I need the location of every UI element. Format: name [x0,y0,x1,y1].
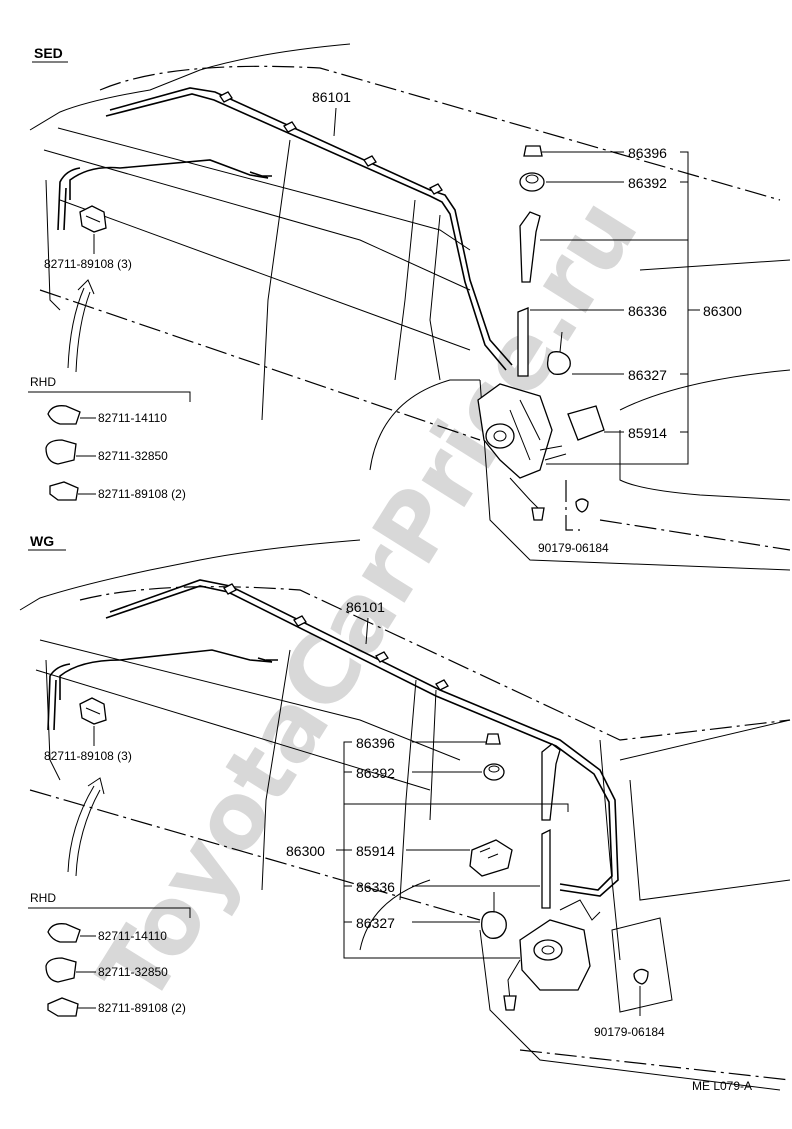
wg-spring-icon [481,911,507,939]
sed-label-86336: 86336 [628,303,667,319]
sed-upper-clip [79,205,107,254]
sed-antenna-cable [57,87,513,371]
wg-upper-clip [79,697,107,746]
wg-label-86327: 86327 [356,915,395,931]
wg-86101-label: 86101 [346,599,385,615]
wg-car-body [19,539,791,1091]
sed-86101-leader [333,107,337,137]
sed-title: SED [34,45,63,61]
sed-rhd-clip-1-icon [47,405,96,425]
sed-upper-clip-label: 82711-89108 (3) [44,257,132,271]
wg-rhd-clip-2-icon [45,957,96,983]
wg-section: WG [19,533,791,1091]
wg-label-85914: 85914 [356,843,395,859]
wg-rhd-item-2: 82711-32850 [98,965,168,979]
wg-antenna-cable [47,579,619,897]
wg-label-86396: 86396 [356,735,395,751]
wg-title: WG [30,533,54,549]
sed-label-86300: 86300 [703,303,742,319]
wg-arrow [67,785,95,873]
wg-cap-icon [485,733,501,745]
sed-rhd-group: RHD 82711-14110 82711-32850 82711-89108 … [28,375,191,501]
wg-cable-clips [223,583,449,691]
sed-spring-icon [546,351,571,375]
wg-rhd-group: RHD 82711-14110 82711-32850 82711-89108 … [28,891,191,1017]
wg-antenna-parts [344,733,649,1016]
sed-relay-icon [567,405,605,441]
sed-section: SED [28,43,791,571]
sed-cap-icon [523,145,543,157]
sed-rhd-clip-2-icon [45,439,96,465]
wg-upper-mast-icon [541,743,561,821]
sed-86101-label: 86101 [312,89,351,105]
sed-rhd-item-1: 82711-14110 [98,411,167,425]
sed-label-86392: 86392 [628,175,667,191]
sed-upper-mast-icon [519,211,541,283]
sed-label-90179: 90179-06184 [538,541,609,555]
wg-rhd-item-3: 82711-89108 (2) [98,1001,186,1015]
wg-label-90179: 90179-06184 [594,1025,665,1039]
footer-code: ME L079-A [692,1079,752,1093]
wg-lower-mast-icon [541,828,551,909]
sed-label-86327: 86327 [628,367,667,383]
wg-rhd-clip-3-icon [47,997,96,1017]
wg-rhd-label: RHD [30,891,56,905]
sed-86300-bracket [680,151,689,465]
sed-arrow [67,287,85,369]
sed-grommet-icon [575,498,589,513]
sed-label-85914: 85914 [628,425,667,441]
sed-rhd-label: RHD [30,375,56,389]
wg-relay-icon [469,839,513,877]
sed-car-body [29,43,791,571]
wg-grommet-icon [633,968,649,985]
sed-rhd-clip-3-icon [49,481,96,501]
wg-label-86392: 86392 [356,765,395,781]
sed-nut-icon [519,172,545,192]
wg-upper-clip-label: 82711-89108 (3) [44,749,132,763]
sed-label-86396: 86396 [628,145,667,161]
sed-antenna-parts [477,145,688,531]
wg-rhd-clip-1-icon [47,923,96,943]
sed-rhd-item-3: 82711-89108 (2) [98,487,186,501]
sed-cable-clips [219,91,443,195]
sed-lower-mast-icon [517,307,529,377]
wg-label-86300: 86300 [286,843,325,859]
wg-rhd-item-1: 82711-14110 [98,929,167,943]
sed-rhd-item-2: 82711-32850 [98,449,168,463]
wg-label-86336: 86336 [356,879,395,895]
sed-motor-icon [477,383,553,479]
wg-86101-leader [365,617,369,645]
